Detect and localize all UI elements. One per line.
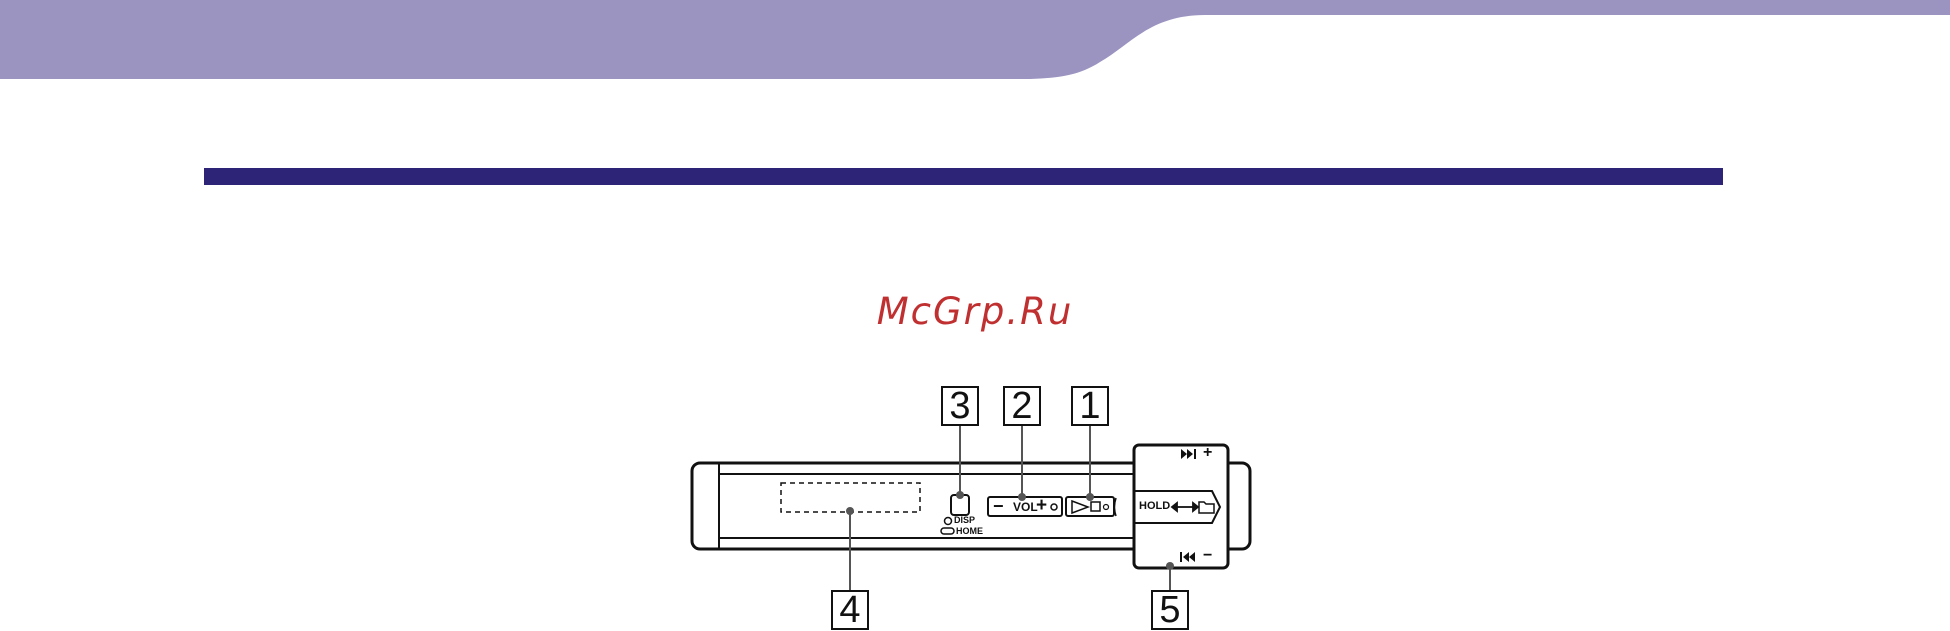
home-label: HOME bbox=[956, 527, 983, 536]
callout-2: 2 bbox=[1003, 386, 1041, 426]
disp-label: DISP bbox=[954, 516, 975, 525]
prev-track-bar-icon bbox=[1180, 552, 1182, 562]
vol-plus-label: + bbox=[1036, 496, 1047, 515]
leader-dot-3 bbox=[956, 491, 964, 499]
hold-label: HOLD bbox=[1139, 501, 1170, 512]
next-track-bar-icon bbox=[1194, 449, 1196, 459]
callout-3: 3 bbox=[941, 386, 979, 426]
leader-dot-1 bbox=[1086, 493, 1094, 501]
callout-5: 5 bbox=[1151, 590, 1189, 630]
next-plus-label: + bbox=[1203, 445, 1212, 461]
leader-dot-4 bbox=[846, 507, 854, 515]
callout-1: 1 bbox=[1071, 386, 1109, 426]
vol-minus-label: − bbox=[993, 497, 1004, 515]
leader-dot-5 bbox=[1166, 562, 1174, 570]
vol-label: VOL bbox=[1013, 501, 1038, 513]
prev-minus-label: − bbox=[1203, 548, 1212, 564]
callout-4: 4 bbox=[831, 590, 869, 630]
